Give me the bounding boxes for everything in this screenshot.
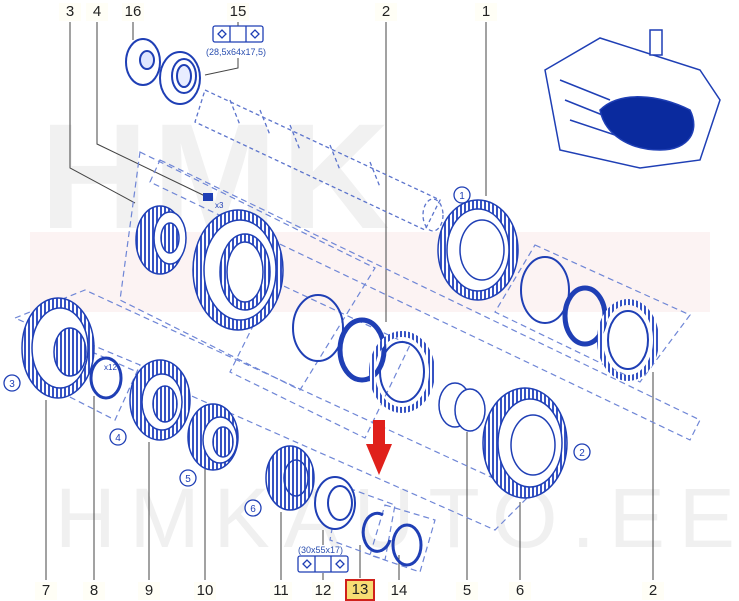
part-7-third-gear <box>21 297 95 399</box>
part-2-synchro-rings-middle <box>292 294 435 413</box>
gear-marker-5: 5 <box>185 474 191 485</box>
bearing-spec-icon-15 <box>212 25 264 43</box>
callout-13-selected[interactable]: 13 <box>345 579 375 601</box>
part-4-key <box>203 193 213 201</box>
callout-1-top[interactable]: 1 <box>475 3 497 21</box>
qty-x3: x3 <box>215 201 224 210</box>
callout-8[interactable]: 8 <box>83 582 105 600</box>
bearing-dimensions-15: (28,5x64x17,5) <box>206 47 267 57</box>
callout-7[interactable]: 7 <box>35 582 57 600</box>
part-5-bush <box>438 382 486 432</box>
shaft-outline <box>194 89 444 232</box>
synchro-sleeve <box>192 209 284 331</box>
callout-5[interactable]: 5 <box>456 582 478 600</box>
red-arrow-indicator <box>366 420 392 475</box>
part-13-circlip <box>361 511 392 553</box>
callout-2-top[interactable]: 2 <box>375 3 397 21</box>
gearbox-thumbnail <box>544 29 721 169</box>
callout-4-top[interactable]: 4 <box>86 3 108 21</box>
part-10-fifth-gear <box>187 403 239 471</box>
part-14-circlip <box>391 523 423 567</box>
bearing-dimensions-12: (30x55x17) <box>298 545 344 555</box>
gear-marker-3: 3 <box>9 379 15 390</box>
callout-2-bottom[interactable]: 2 <box>642 582 664 600</box>
callout-6[interactable]: 6 <box>509 582 531 600</box>
callout-12[interactable]: 12 <box>312 582 334 600</box>
callout-10[interactable]: 10 <box>194 582 216 600</box>
callout-9[interactable]: 9 <box>138 582 160 600</box>
gear-marker-1: 1 <box>459 191 465 202</box>
part-8-ring <box>89 356 123 400</box>
part-6-second-gear <box>482 387 568 499</box>
part-16-thrust-washer <box>125 38 161 86</box>
part-3-synchro-hub <box>135 205 187 275</box>
callout-15-top[interactable]: 15 <box>227 3 249 21</box>
gear-marker-2: 2 <box>579 448 585 459</box>
gear-number-markers <box>3 186 591 517</box>
assembly-group-outlines <box>13 151 701 573</box>
watermark-bottom: HMKAUTO.EE <box>55 471 739 565</box>
qty-x12: x12 <box>104 363 117 372</box>
part-9-fourth-gear <box>129 359 191 441</box>
gear-marker-6: 6 <box>250 504 256 515</box>
part-2-synchro-rings-right <box>520 256 659 381</box>
callout-14[interactable]: 14 <box>388 582 410 600</box>
part-1-first-gear <box>437 199 519 301</box>
callout-3-top[interactable]: 3 <box>59 3 81 21</box>
gear-marker-4: 4 <box>115 433 121 444</box>
part-12-bearing <box>314 476 356 530</box>
part-11-sixth-gear <box>265 445 315 511</box>
callout-11[interactable]: 11 <box>270 582 292 600</box>
part-15-bearing <box>159 51 201 105</box>
callout-16-top[interactable]: 16 <box>122 3 144 21</box>
bearing-spec-icon-12 <box>297 555 349 573</box>
